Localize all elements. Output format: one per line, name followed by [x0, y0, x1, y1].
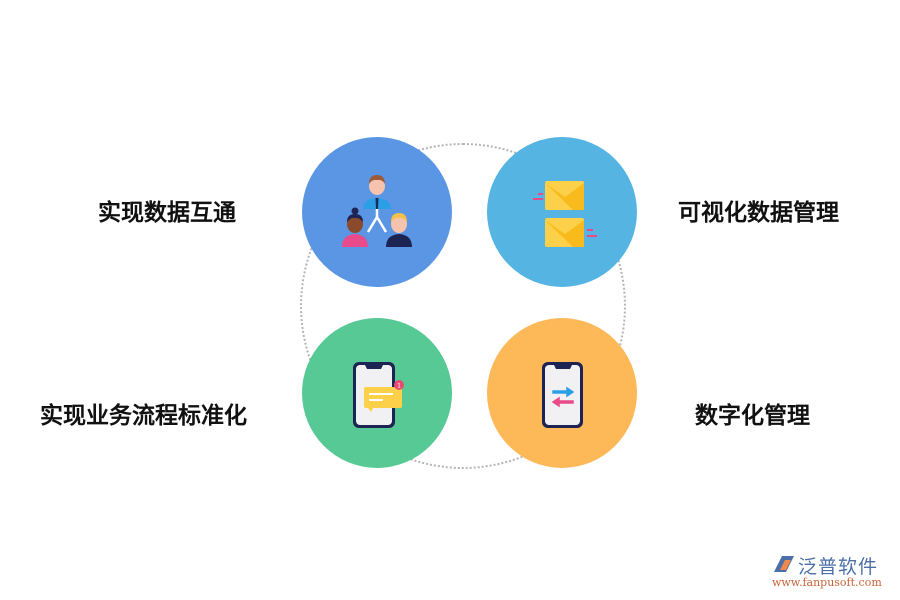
- phone-message-icon: 1: [353, 362, 404, 428]
- envelopes-icon: [533, 181, 597, 247]
- circle-visual-data: [487, 137, 637, 287]
- phone-transfer-icon: [542, 362, 583, 428]
- people-hierarchy-icon: [342, 175, 412, 247]
- notification-badge: 1: [397, 383, 401, 390]
- circle-data-interconnect: [302, 137, 452, 287]
- dotted-connector-ring: [300, 143, 626, 469]
- logo-name: 泛普软件: [798, 556, 879, 578]
- label-visual-data: 可视化数据管理: [678, 200, 839, 226]
- label-digital-management: 数字化管理: [695, 403, 810, 429]
- circle-process-standardization: 1: [302, 318, 452, 468]
- label-process-standardization: 实现业务流程标准化: [40, 403, 247, 429]
- brand-logo: 泛普软件 www.fanpusoft.com: [770, 552, 895, 592]
- logo-url: www.fanpusoft.com: [772, 576, 882, 589]
- circle-digital-management: [487, 318, 637, 468]
- fanpu-logo-icon: [774, 556, 794, 572]
- label-data-interconnect: 实现数据互通: [98, 200, 236, 226]
